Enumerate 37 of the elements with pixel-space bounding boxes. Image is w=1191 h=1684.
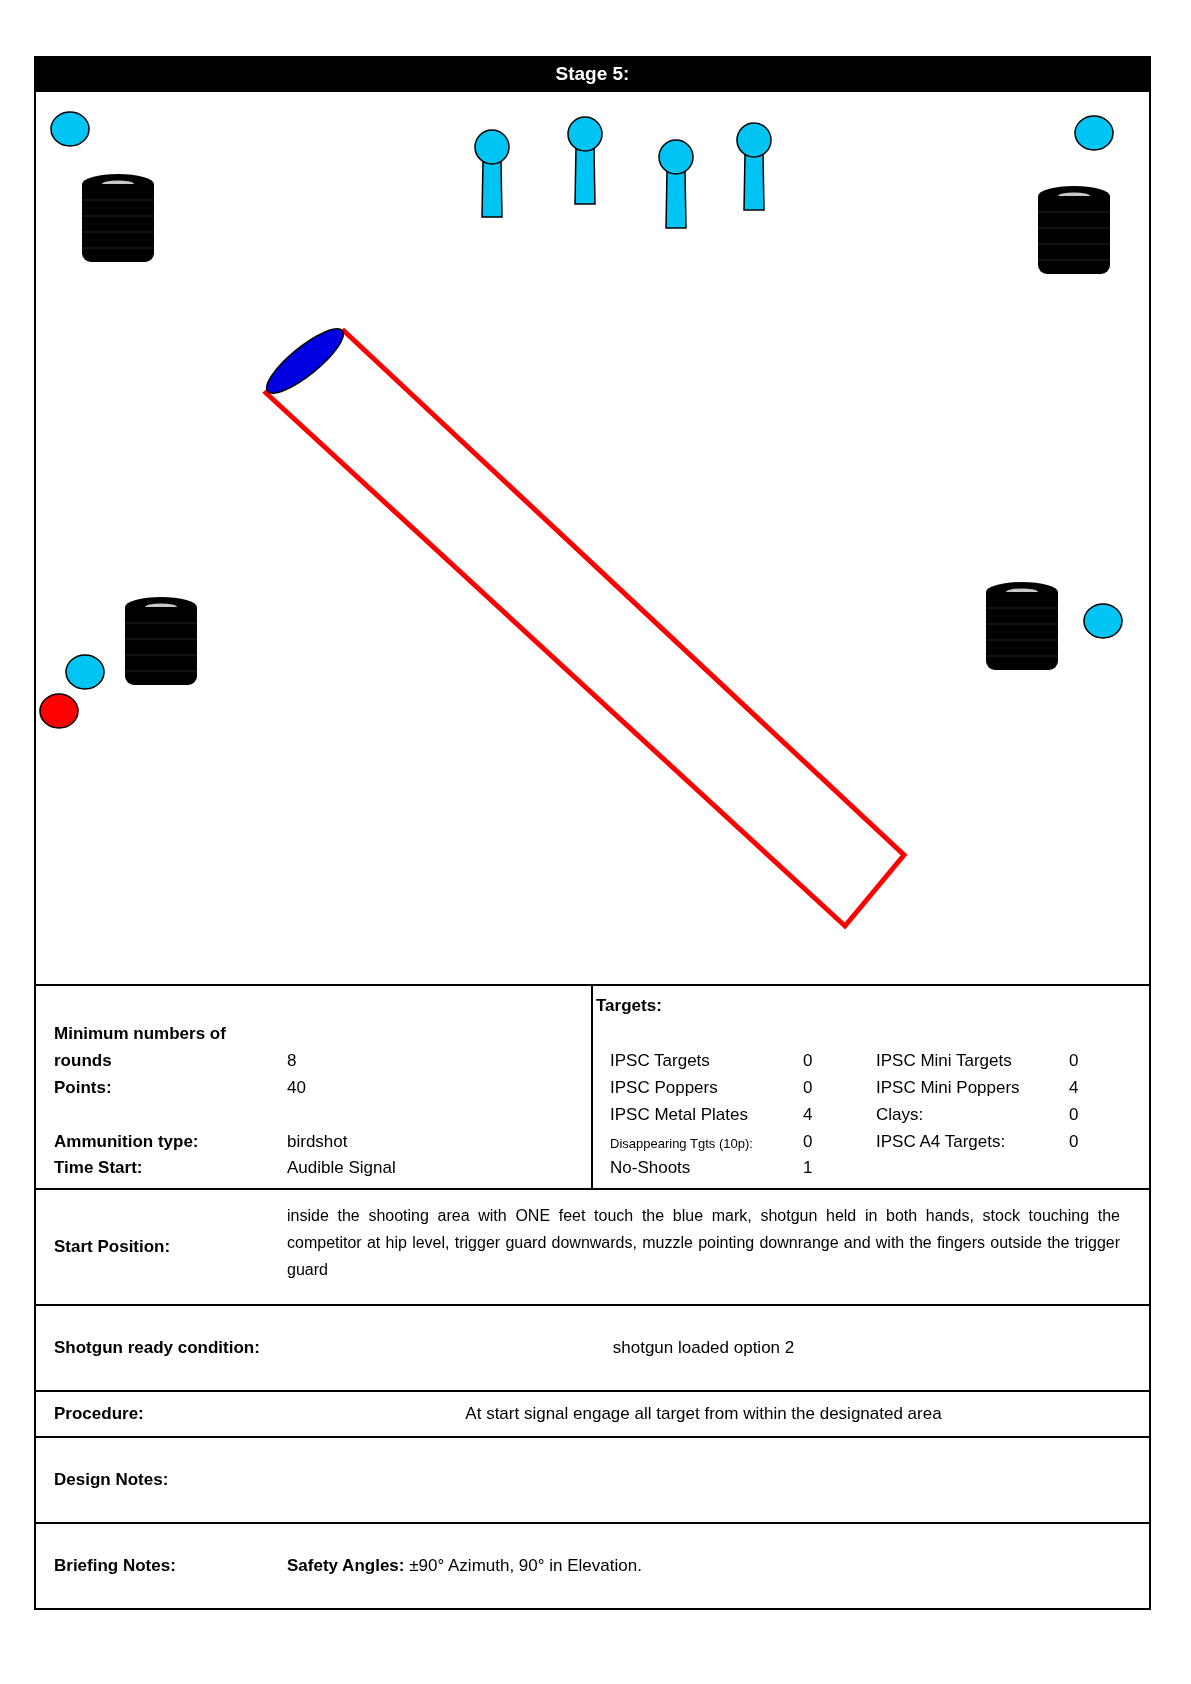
field-value: 8	[287, 1050, 298, 1072]
field-value: 0	[803, 1077, 814, 1099]
field-value: 0	[1069, 1104, 1080, 1126]
field-value: birdshot	[287, 1131, 349, 1153]
field-value: 4	[1069, 1077, 1080, 1099]
field-value: IPSC Metal Plates	[610, 1104, 749, 1126]
field-value: No-Shoots	[610, 1157, 692, 1179]
field-value: IPSC Poppers	[610, 1077, 719, 1099]
field-value: 40	[287, 1077, 307, 1099]
field-value: shotgun loaded option 2	[611, 1337, 796, 1359]
description-text: inside the shooting area with ONE feet touch the blue mark, shotgun held in both hands, stock touching the competitor at hip level, trigger guard downwards, muzzle pointing downrange and with the fingers outside the trigger guard	[287, 1206, 1120, 1280]
field-value: IPSC Mini Poppers	[876, 1077, 1021, 1099]
field-label: Points:	[54, 1077, 113, 1099]
field-value: IPSC Mini Targets	[876, 1050, 1013, 1072]
stage-title: Stage 5:	[555, 61, 630, 86]
note-text: Safety Angles: ±90° Azimuth, 90° in Elevation.	[287, 1555, 643, 1577]
field-value: IPSC Targets	[610, 1050, 711, 1072]
field-value: 4	[803, 1104, 814, 1126]
field-value: At start signal engage all target from within the designated area	[464, 1403, 943, 1425]
field-label: Shotgun ready condition:	[54, 1337, 261, 1359]
field-label: Time Start:	[54, 1157, 144, 1179]
field-value: Audible Signal	[287, 1157, 397, 1179]
field-label: Ammunition type:	[54, 1131, 200, 1153]
field-value: 0	[1069, 1131, 1080, 1153]
field-label: Minimum numbers of rounds	[54, 1023, 227, 1072]
field-value: IPSC A4 Targets:	[876, 1131, 1007, 1153]
field-label: Procedure:	[54, 1403, 145, 1425]
field-label: Start Position:	[54, 1236, 172, 1258]
field-value: Clays:	[876, 1104, 925, 1126]
field-value: 0	[1069, 1050, 1080, 1072]
field-value: 0	[803, 1131, 814, 1153]
field-label: Design Notes:	[54, 1469, 170, 1491]
field-label: Disappearing Tgts (10p):	[610, 1135, 754, 1153]
field-value: 1	[803, 1157, 814, 1179]
field-value: 0	[803, 1050, 814, 1072]
field-label: Targets:	[596, 995, 663, 1017]
field-label: Briefing Notes:	[54, 1555, 177, 1577]
